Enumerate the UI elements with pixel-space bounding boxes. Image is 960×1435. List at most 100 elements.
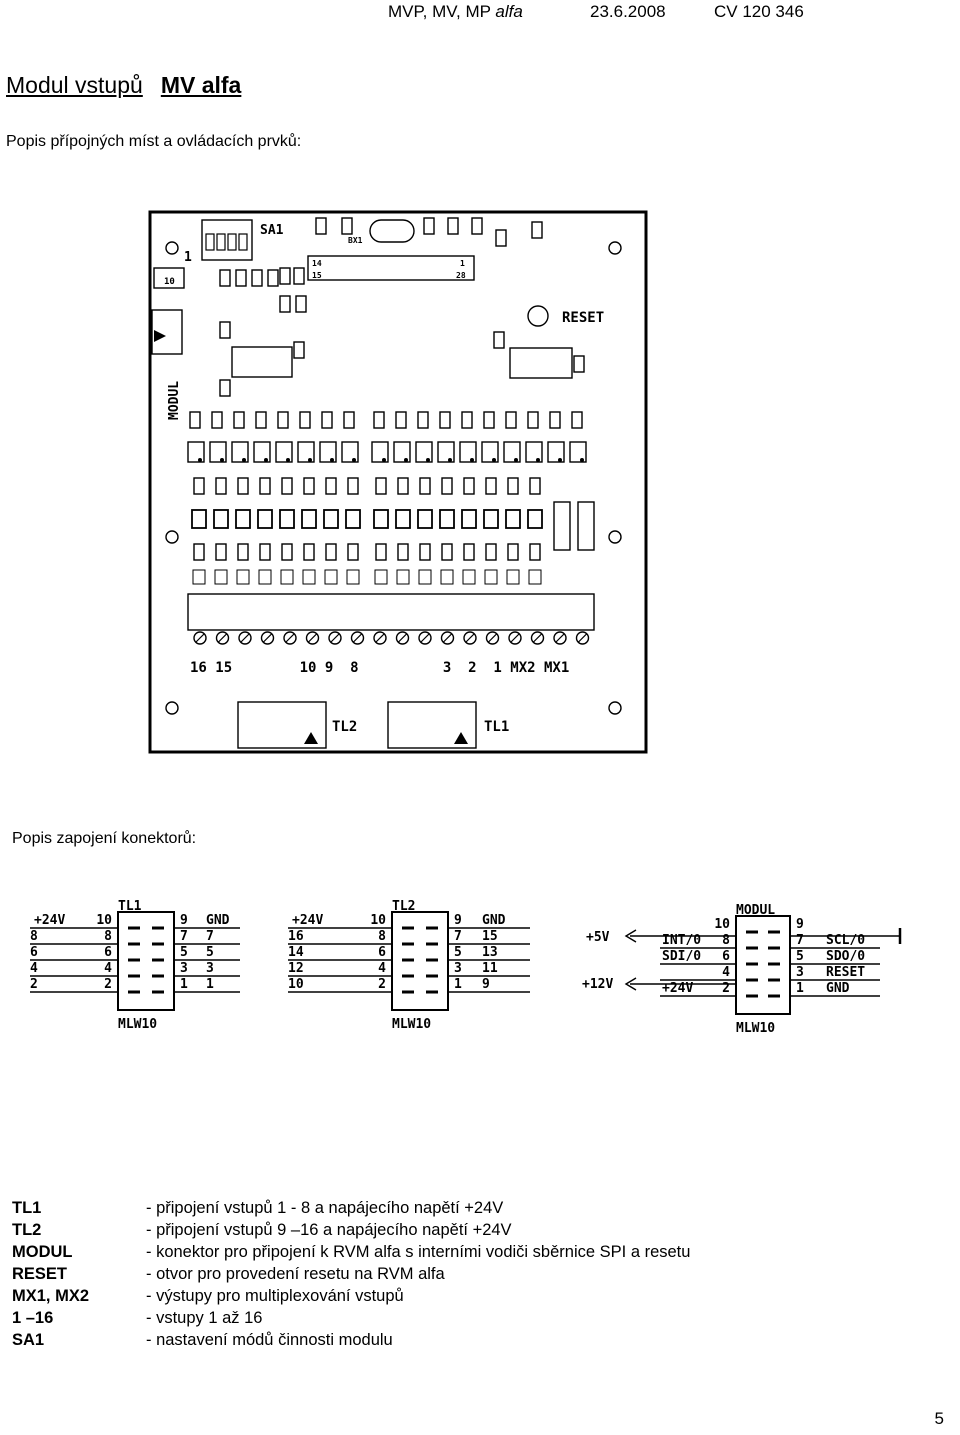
- legend-key: RESET: [12, 1265, 68, 1283]
- tl1-conn-title: TL1: [118, 899, 142, 914]
- tl2-conn-title: TL2: [392, 899, 415, 914]
- pin-label: 6: [378, 945, 386, 960]
- page-number: 5: [934, 1409, 944, 1428]
- chip-pin14: 14: [312, 259, 322, 268]
- pin-label: 10: [370, 913, 386, 928]
- pin-label: 7: [206, 929, 214, 944]
- legend-key: TL2: [12, 1221, 42, 1239]
- pin-label: 6: [30, 945, 38, 960]
- pin-label: 8: [378, 929, 386, 944]
- pin-label: 2: [722, 981, 730, 996]
- pin-label: 8: [30, 929, 38, 944]
- pin-label: RESET: [826, 965, 865, 980]
- pin-label: 11: [482, 961, 498, 976]
- reset-label: RESET: [562, 310, 604, 326]
- pin-label: 4: [722, 965, 730, 980]
- pin-label: 9: [796, 917, 804, 932]
- pin-label: 2: [30, 977, 38, 992]
- pin-label: 6: [104, 945, 112, 960]
- section-heading-connectors: Popis zapojení konektorů:: [12, 830, 197, 847]
- pin-label: 5: [796, 949, 804, 964]
- pin-label: 7: [180, 929, 188, 944]
- pin-label: 8: [722, 933, 730, 948]
- modul-board-label: MODUL: [167, 381, 182, 420]
- v5-label: +5V: [586, 930, 610, 945]
- sa1-label: SA1: [260, 223, 284, 238]
- chip-pin1: 1: [460, 259, 465, 268]
- pin-label: GND: [482, 913, 506, 928]
- pin-one-label: 1: [184, 250, 192, 265]
- pin-label: 13: [482, 945, 498, 960]
- tl1-conn-type: MLW10: [118, 1017, 157, 1032]
- pin-label: 9: [180, 913, 188, 928]
- legend-key: MX1, MX2: [12, 1287, 90, 1305]
- pcb-board-diagram: SA1 BX1 RESET 1 10 14 15 1 28 16 15 10 9…: [148, 210, 648, 754]
- pin-label: 1: [180, 977, 188, 992]
- pin-label: 5: [206, 945, 214, 960]
- pin-label: 4: [30, 961, 38, 976]
- pin-label: INT/0: [662, 933, 701, 948]
- chip-pin28: 28: [456, 271, 466, 280]
- header-date: 23.6.2008: [590, 2, 666, 21]
- pin1-marker-icon: [154, 330, 166, 342]
- pin-label: 10: [288, 977, 304, 992]
- v12-label: +12V: [582, 977, 613, 992]
- pin-label: 3: [206, 961, 214, 976]
- pin-label: SDI/0: [662, 949, 701, 964]
- pin-label: 12: [288, 961, 304, 976]
- legend-key: MODUL: [12, 1243, 73, 1261]
- pin-label: 10: [714, 917, 730, 932]
- modul-conn-type: MLW10: [736, 1021, 775, 1036]
- pin-label: SCL/0: [826, 933, 865, 948]
- legend-text: - otvor pro provedení resetu na RVM alfa: [146, 1265, 445, 1283]
- pin-label: 15: [482, 929, 498, 944]
- pin-label: 1: [454, 977, 462, 992]
- pin-label: 1: [796, 981, 804, 996]
- header-doc: MVP, MV, MP alfa: [388, 2, 523, 21]
- legend-text: - připojení vstupů 9 –16 a napájecího na…: [146, 1221, 512, 1239]
- pin-label: 3: [180, 961, 188, 976]
- tl1-board-label: TL1: [484, 719, 509, 735]
- pin-label: 7: [454, 929, 462, 944]
- legend-key: TL1: [12, 1199, 42, 1217]
- tl2-pin1-marker-icon: [304, 732, 318, 744]
- legend-text: - výstupy pro multiplexování vstupů: [146, 1287, 404, 1305]
- pin-label: 5: [454, 945, 462, 960]
- pin-label: 4: [378, 961, 386, 976]
- pin-label: 9: [482, 977, 490, 992]
- section-heading-board: Popis přípojných míst a ovládacích prvků…: [6, 133, 302, 150]
- ten-label: 10: [164, 277, 175, 287]
- pin-label: SDO/0: [826, 949, 865, 964]
- pin-label: +24V: [292, 913, 323, 928]
- pin-label: 14: [288, 945, 304, 960]
- legend-text: - vstupy 1 až 16: [146, 1309, 263, 1327]
- pin-label: 1: [206, 977, 214, 992]
- pin-label: 6: [722, 949, 730, 964]
- pin-label: GND: [206, 913, 230, 928]
- modul-conn-title: MODUL: [736, 903, 775, 918]
- pin-label: 8: [104, 929, 112, 944]
- tl1-pin1-marker-icon: [454, 732, 468, 744]
- pin-label: 7: [796, 933, 804, 948]
- legend-text: - připojení vstupů 1 - 8 a napájecího na…: [146, 1199, 504, 1217]
- pin-label: 4: [104, 961, 112, 976]
- pin-label: GND: [826, 981, 850, 996]
- tl2-conn-type: MLW10: [392, 1017, 431, 1032]
- pin-label: 9: [454, 913, 462, 928]
- chip-pin15: 15: [312, 271, 322, 280]
- pin-label: +24V: [34, 913, 65, 928]
- header-code: CV 120 346: [714, 2, 804, 21]
- pin-label: 2: [104, 977, 112, 992]
- pin-label: 3: [796, 965, 804, 980]
- legend-text: - nastavení módů činnosti modulu: [146, 1331, 393, 1349]
- terminal-labels: 16 15 10 9 8 3 2 1 MX2 MX1: [190, 660, 569, 676]
- bx1-label: BX1: [348, 236, 363, 245]
- legend-text: - konektor pro připojení k RVM alfa s in…: [146, 1243, 691, 1261]
- pin-label: 5: [180, 945, 188, 960]
- tl2-board-label: TL2: [332, 719, 357, 735]
- legend-key: 1 –16: [12, 1309, 54, 1327]
- pin-label: 16: [288, 929, 304, 944]
- pin-label: 2: [378, 977, 386, 992]
